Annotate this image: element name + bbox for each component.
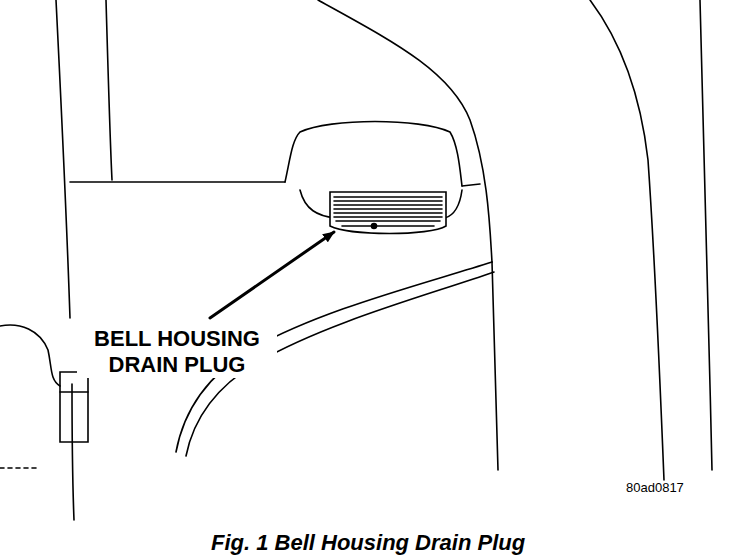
part-callout: BELL HOUSING DRAIN PLUG xyxy=(77,326,277,378)
figure-caption: Fig. 1 Bell Housing Drain Plug xyxy=(211,530,525,556)
figure-code: 80ad0817 xyxy=(626,480,684,495)
